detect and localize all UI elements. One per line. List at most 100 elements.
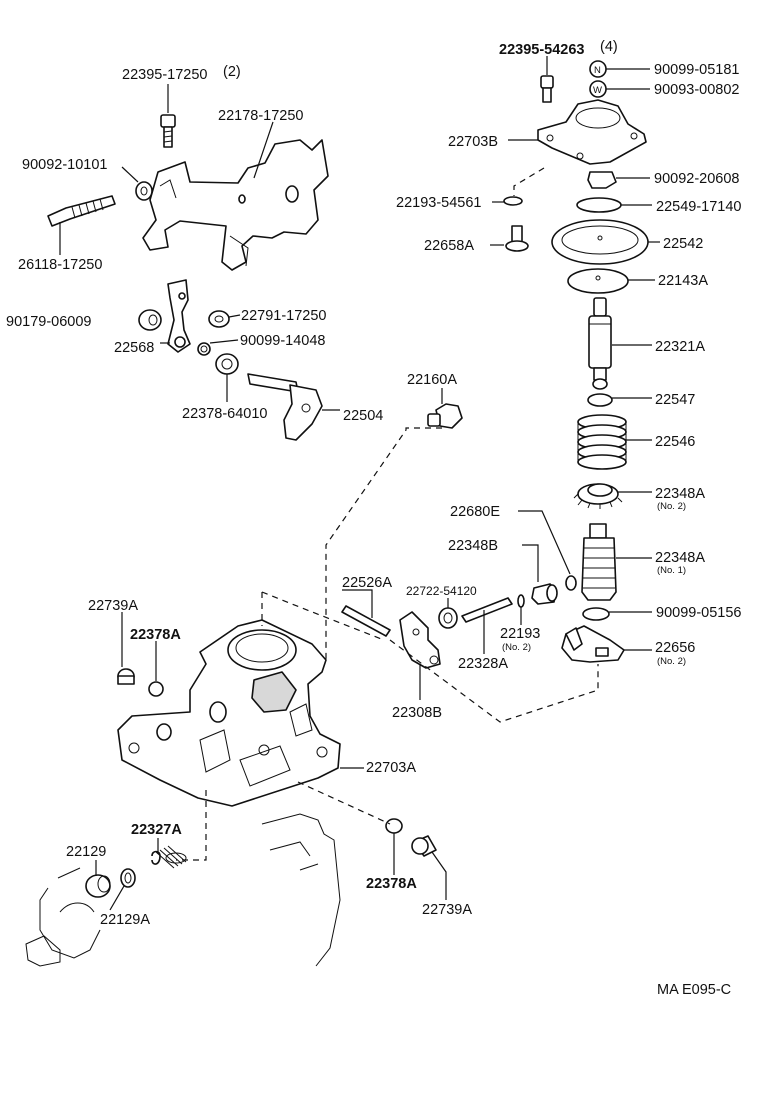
label-22178-17250: 22178-17250 <box>218 108 303 124</box>
ring-22680E-drawing <box>565 575 577 591</box>
link-line-1 <box>325 427 442 660</box>
label-22722-54120: 22722-54120 <box>406 584 477 598</box>
screw-26118-17250-drawing <box>47 195 116 227</box>
screw-22739A-top-drawing <box>117 668 135 685</box>
label-22193: 22193 <box>500 626 540 642</box>
bracket-22178-17250-drawing <box>142 139 329 271</box>
label-22546: 22546 <box>655 434 695 450</box>
reference-code: MA E095-C <box>657 982 731 998</box>
lever-22568-drawing <box>167 279 191 353</box>
nut-90092-20608-drawing <box>587 171 617 189</box>
label-26118-17250: 26118-17250 <box>18 257 102 273</box>
sleeve-22348A-no1-drawing <box>581 523 617 601</box>
label-90099-14048: 90099-14048 <box>240 333 325 349</box>
seal-22378A-bottom-drawing <box>385 818 403 834</box>
screw-22658A-drawing <box>505 225 529 252</box>
nut-22722-54120-drawing <box>438 607 458 629</box>
label-22328A: 22328A <box>458 656 508 672</box>
label-22791-17250: 22791-17250 <box>241 308 326 324</box>
label-22703A: 22703A <box>366 760 416 776</box>
pin-22526A-drawing <box>341 605 391 637</box>
housing-22703A-drawing <box>117 619 341 807</box>
housing-22703B-drawing <box>537 99 647 165</box>
bolt-22791-17250-drawing <box>208 310 230 328</box>
label-22327A: 22327A <box>131 822 182 838</box>
seal-22378A-top-drawing <box>148 681 164 697</box>
nut-90179-06009-drawing <box>138 309 162 331</box>
washer-90099-05156-drawing <box>582 607 610 621</box>
label-22395-54263: 22395-54263 <box>499 42 584 58</box>
label-90092-20608: 90092-20608 <box>654 171 739 187</box>
label-90099-05156: 90099-05156 <box>656 605 741 621</box>
label-22129A: 22129A <box>100 912 150 928</box>
label-22348B: 22348B <box>448 538 498 554</box>
label-90093-00802: 90093-00802 <box>654 82 739 98</box>
link-line-6 <box>297 781 391 825</box>
label-22378A-top: 22378A <box>130 627 181 643</box>
label-22378-64010: 22378-64010 <box>182 406 267 422</box>
diaphragm-22542-drawing <box>551 219 649 265</box>
label-22348A-no2-sub: (No. 2) <box>657 501 686 512</box>
washer-22547-drawing <box>587 393 613 407</box>
label-22542: 22542 <box>663 236 703 252</box>
spring-22546-drawing <box>577 414 627 470</box>
label-22193-sub: (No. 2) <box>502 642 531 653</box>
link-line-5 <box>513 167 545 196</box>
link-line-4 <box>389 639 599 723</box>
label-22703B: 22703B <box>448 134 498 150</box>
label-22739A-bottom: 22739A <box>422 902 472 918</box>
bolt-22160A-drawing <box>427 403 463 429</box>
marker-W-text: W <box>593 85 602 96</box>
label-22526A: 22526A <box>342 575 392 591</box>
label-22504: 22504 <box>343 408 383 424</box>
seal-22378-64010-drawing <box>215 353 239 375</box>
label-22549-17140: 22549-17140 <box>656 199 741 215</box>
label-22395-17250-qty: (2) <box>223 64 241 80</box>
label-90092-10101: 90092-10101 <box>22 157 107 173</box>
marker-W-icon: W <box>589 80 607 98</box>
link-line-2 <box>261 591 385 641</box>
label-22656: 22656 <box>655 640 695 656</box>
o-ring-22193-54561-drawing <box>503 196 523 206</box>
bushing-22348B-drawing <box>531 583 558 605</box>
gear-22348A-no2-drawing <box>573 483 623 509</box>
lever-22504-drawing <box>247 373 323 441</box>
lever-22656-no2-drawing <box>561 625 625 663</box>
label-22656-sub: (No. 2) <box>657 656 686 667</box>
label-22680E: 22680E <box>450 504 500 520</box>
label-22348A-no2: 22348A <box>655 486 705 502</box>
label-22348A-no1: 22348A <box>655 550 705 566</box>
washer-22129A-drawing <box>120 868 136 888</box>
label-22658A: 22658A <box>424 238 474 254</box>
label-22129: 22129 <box>66 844 106 860</box>
label-22739A-top: 22739A <box>88 598 138 614</box>
label-22378A-bottom: 22378A <box>366 876 417 892</box>
pump-body-outline-drawing <box>25 813 341 967</box>
label-22348A-no1-sub: (No. 1) <box>657 565 686 576</box>
cap-22129-drawing <box>85 874 111 898</box>
washer-22549-17140-drawing <box>576 197 622 213</box>
label-22547: 22547 <box>655 392 695 408</box>
link-line-7 <box>176 790 207 861</box>
label-90179-06009: 90179-06009 <box>6 314 91 330</box>
label-22160A: 22160A <box>407 372 457 388</box>
marker-N-text: N <box>594 65 601 76</box>
plate-22143A-drawing <box>567 268 629 294</box>
bolt-22395-54263-drawing <box>540 75 554 103</box>
label-22395-17250: 22395-17250 <box>122 67 207 83</box>
washer-90099-14048-drawing <box>197 342 211 356</box>
rod-22321A-drawing <box>588 297 612 390</box>
label-22395-54263-qty: (4) <box>600 39 618 55</box>
marker-N-icon: N <box>589 60 607 78</box>
lever-22308B-drawing <box>399 611 441 669</box>
label-22193-54561: 22193-54561 <box>396 195 481 211</box>
shaft-22328A-drawing <box>461 597 513 623</box>
bolt-22395-17250-drawing <box>160 114 176 148</box>
label-22308B: 22308B <box>392 705 442 721</box>
o-ring-22193-no2-drawing <box>517 594 525 608</box>
nut-90092-10101-drawing <box>135 181 153 201</box>
label-22321A: 22321A <box>655 339 705 355</box>
label-22568: 22568 <box>114 340 154 356</box>
spring-22327A-drawing <box>151 845 187 869</box>
